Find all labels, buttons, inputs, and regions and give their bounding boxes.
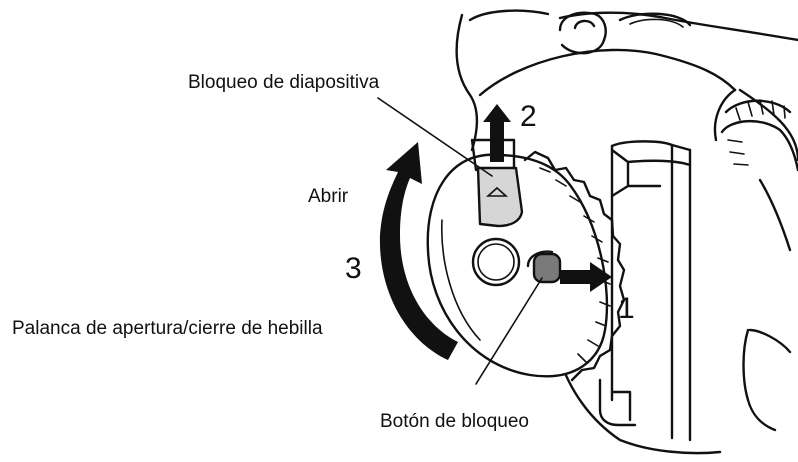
label-slide-lock: Bloqueo de diapositiva bbox=[188, 72, 380, 93]
slide-lock-tab bbox=[470, 138, 524, 228]
lock-button-knob bbox=[526, 250, 562, 284]
label-buckle-lever: Palanca de apertura/cierre de hebilla bbox=[12, 318, 323, 339]
arrow-curved-open-step-3 bbox=[379, 142, 458, 360]
label-open: Abrir bbox=[308, 186, 349, 207]
leader-slide-lock bbox=[377, 97, 493, 177]
label-lock-button: Botón de bloqueo bbox=[380, 411, 529, 432]
device-housing bbox=[455, 9, 798, 455]
step-number-3: 3 bbox=[345, 252, 362, 285]
leader-lock-button bbox=[475, 277, 543, 385]
buckle-lever-dial bbox=[426, 150, 626, 382]
frame-rail bbox=[598, 140, 692, 442]
arrow-right-step-1 bbox=[560, 262, 612, 292]
step-number-2: 2 bbox=[520, 100, 537, 133]
leader-lines bbox=[377, 97, 543, 385]
step-number-1: 1 bbox=[618, 292, 635, 325]
arrow-up-step-2 bbox=[483, 104, 511, 162]
